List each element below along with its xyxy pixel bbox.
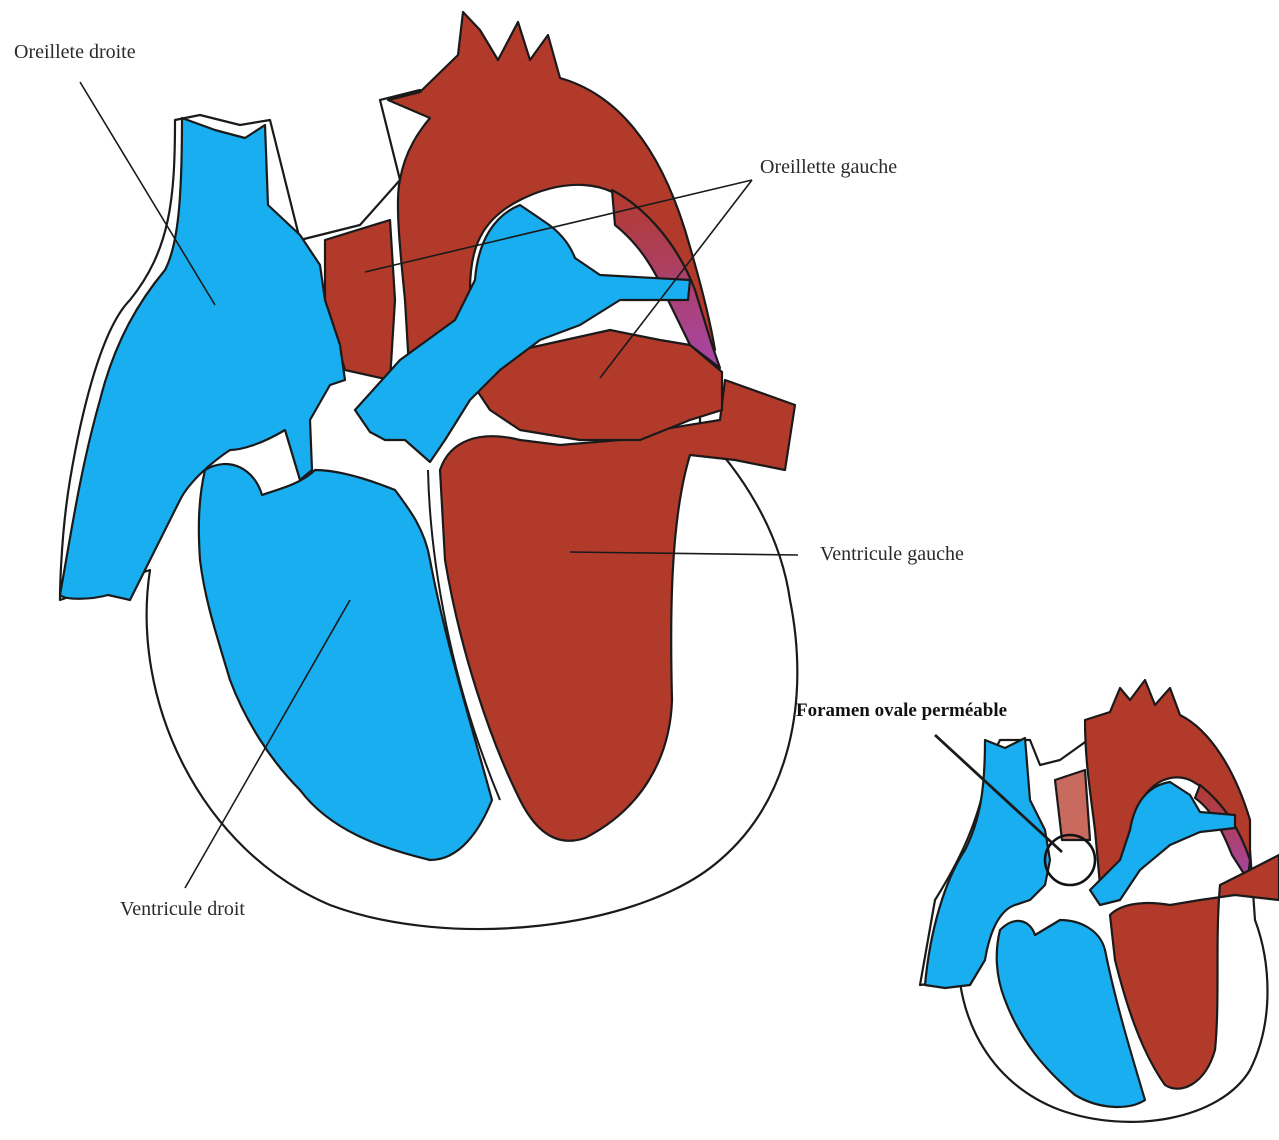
small-heart	[920, 680, 1279, 1122]
label-foramen: Foramen ovale perméable	[796, 700, 1007, 721]
label-left-ventricle: Ventricule gauche	[820, 543, 964, 565]
label-right-ventricle: Ventricule droit	[120, 898, 245, 920]
label-right-atrium: Oreillete droite	[14, 41, 136, 63]
small-left-atrium	[1055, 770, 1090, 840]
large-heart	[60, 12, 798, 929]
label-left-atrium: Oreillette gauche	[760, 156, 897, 178]
